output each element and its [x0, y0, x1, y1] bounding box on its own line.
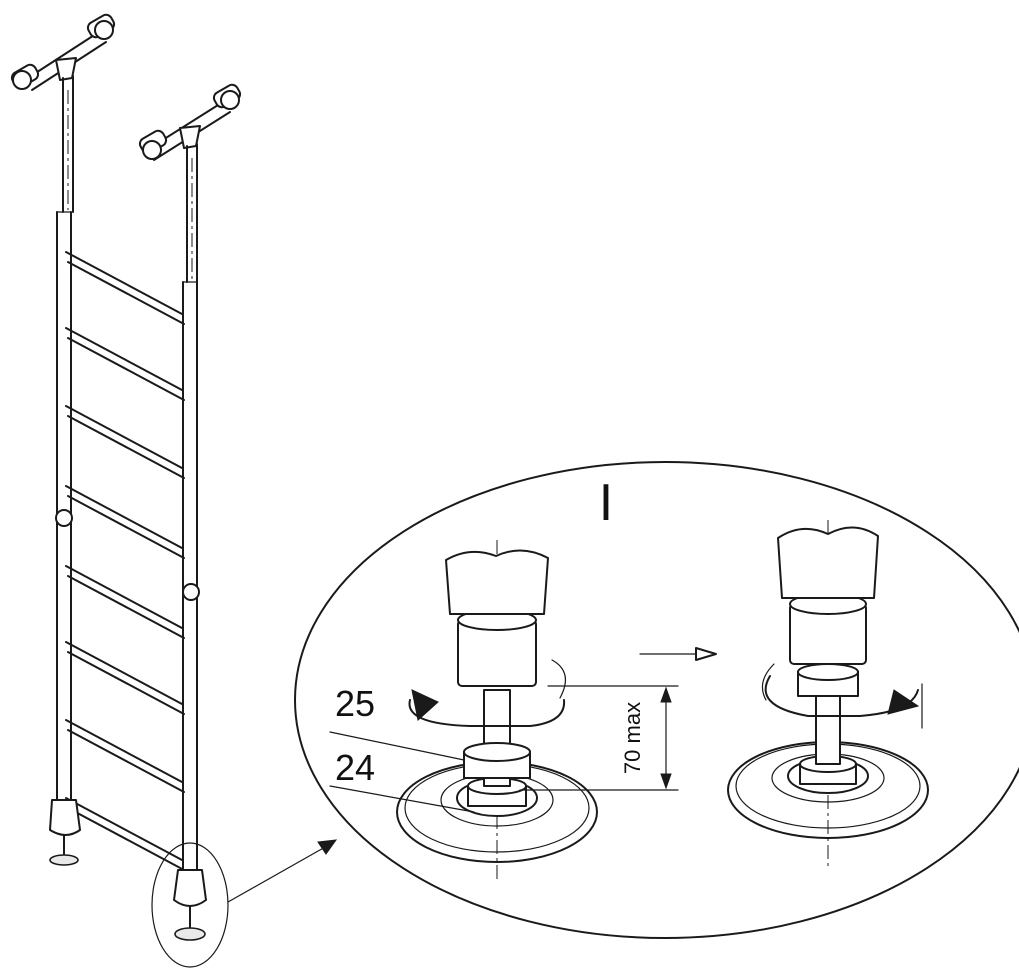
part-25-leader	[329, 731, 465, 761]
wall-ladder	[10, 13, 242, 968]
rung	[65, 719, 185, 793]
foot-right	[173, 869, 207, 941]
detail-reference-circle	[151, 842, 229, 968]
top-bracket-left	[10, 13, 116, 91]
dimension-label: 70 max	[620, 702, 645, 774]
rung	[65, 565, 185, 639]
detail-view: I 25	[294, 461, 1019, 939]
transition-arrow	[639, 647, 717, 661]
detail-boundary-ellipse	[294, 461, 1019, 939]
upper-post-right	[186, 143, 198, 283]
rung	[65, 251, 185, 325]
rungs	[65, 251, 185, 871]
rung	[65, 405, 185, 479]
upright-right	[182, 281, 200, 871]
rung	[65, 327, 185, 401]
part-24-label: 24	[335, 747, 375, 788]
foot-adjuster-after	[727, 520, 929, 870]
part-25-label: 25	[335, 683, 375, 724]
rung	[65, 485, 185, 559]
rung	[65, 641, 185, 715]
rung	[65, 797, 185, 871]
upright-left	[55, 211, 73, 801]
top-bracket-right	[138, 83, 242, 161]
foot-left	[49, 799, 81, 866]
height-dimension	[519, 685, 679, 791]
detail-mark-label: I	[599, 474, 613, 532]
part-24-leader	[329, 785, 475, 813]
foot-adjuster-before	[396, 540, 598, 880]
detail-leader-arrow	[227, 839, 338, 903]
upper-post-left	[62, 75, 74, 213]
